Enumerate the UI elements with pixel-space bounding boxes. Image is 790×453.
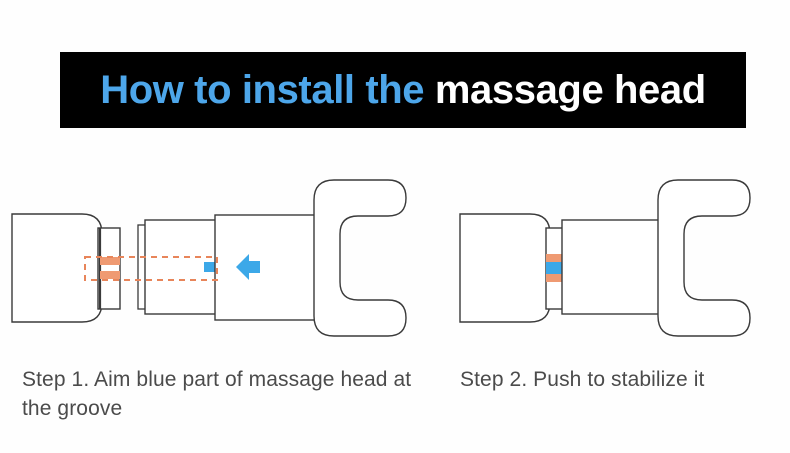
c-fork-head-step1 [313,179,407,337]
step-1-diagram [8,168,438,348]
joint-orange-upper [546,254,564,262]
alignment-dashed-box [84,256,218,281]
massager-body-step1 [11,213,103,323]
step-1-illustration [11,179,407,337]
title-text: How to install the massage head [100,70,706,110]
title-text-highlight: How to install the [100,68,425,112]
title-banner: How to install the massage head [60,52,746,128]
step-2-caption: Step 2. Push to stabilize it [460,368,705,391]
blue-key-step1 [204,262,219,272]
groove-mark-lower [100,271,120,279]
step-2-diagram [450,168,790,348]
step-1-caption: Step 1. Aim blue part of massage head at… [22,368,412,420]
groove-mark-upper [100,257,120,265]
push-direction-arrow-icon [236,254,260,280]
title-text-plain: massage head [434,68,706,112]
step-2-illustration [459,179,751,337]
title-space [424,68,435,112]
head-base-block-step1 [214,214,319,321]
c-fork-head-step2 [657,179,751,337]
joint-orange-lower [546,274,564,282]
massage-head-shaft-step2 [561,219,661,315]
massager-body-step2 [459,213,551,323]
groove-flange-step1 [97,227,121,310]
joint-blue-key [546,262,564,274]
